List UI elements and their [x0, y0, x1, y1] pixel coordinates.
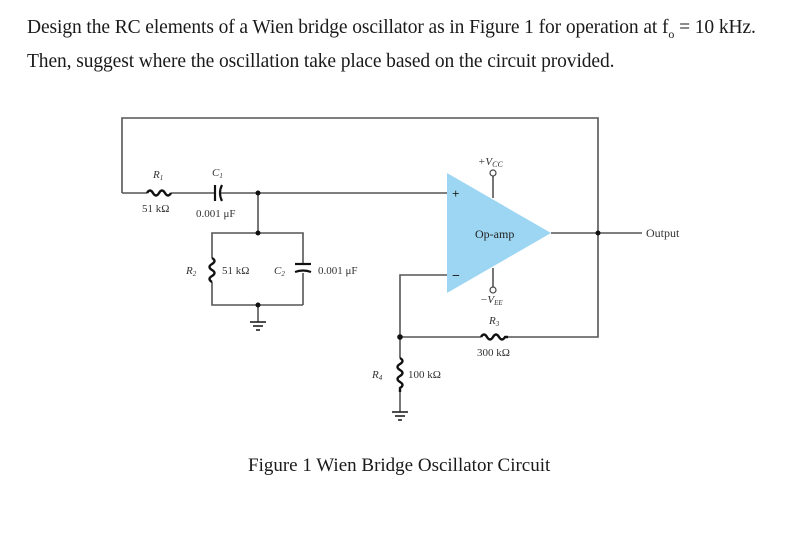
- resistor-r3-symbol: [479, 333, 508, 341]
- r4-value: 100 kΩ: [408, 369, 441, 381]
- wires: [121, 117, 642, 412]
- question-part1: Design the RC elements of a Wien bridge …: [27, 17, 669, 38]
- c1-name: C1: [212, 167, 223, 180]
- vee-label: −VEE: [480, 294, 503, 307]
- question-part2: = 10 kHz. Then, suggest where the oscill…: [27, 17, 756, 72]
- resistor-r1-symbol: [145, 189, 173, 197]
- r1-name: R1: [152, 169, 163, 182]
- wire-minus: [399, 274, 447, 358]
- junction-dot: [255, 190, 261, 196]
- ground-icon: [250, 321, 266, 331]
- junction-dot: [255, 302, 261, 308]
- ground-icon: [392, 411, 408, 421]
- junction-dot: [397, 334, 403, 340]
- c2-name: C2: [274, 265, 285, 278]
- question-text: Design the RC elements of a Wien bridge …: [27, 14, 797, 75]
- output-label: Output: [646, 226, 680, 240]
- opamp-triangle: [447, 173, 551, 293]
- junction-dot: [595, 230, 601, 236]
- r2-name: R2: [185, 265, 197, 278]
- junctions: [255, 190, 601, 340]
- wire-outer-loop: [121, 117, 599, 338]
- wire-parallel-bottom: [211, 282, 303, 306]
- opamp-minus: −: [452, 269, 460, 284]
- r1-value: 51 kΩ: [142, 203, 169, 215]
- vcc-terminal: [489, 169, 497, 177]
- vee-terminal: [489, 286, 497, 294]
- wire-parallel-top: [211, 232, 304, 263]
- r4-name: R4: [371, 369, 383, 382]
- junction-dot: [255, 230, 261, 236]
- resistor-r4-symbol: [396, 356, 404, 392]
- r3-value: 300 kΩ: [477, 347, 510, 359]
- r3-name: R3: [488, 315, 500, 328]
- c2-value: 0.001 μF: [318, 265, 358, 277]
- vcc-label: +VCC: [478, 156, 503, 169]
- capacitor-c1-symbol: [213, 184, 223, 202]
- opamp-plus: +: [452, 186, 459, 201]
- c1-value: 0.001 μF: [196, 208, 236, 220]
- resistor-r2-symbol: [208, 256, 216, 284]
- figure-caption: Figure 1 Wien Bridge Oscillator Circuit: [248, 455, 551, 476]
- opamp-label: Op-amp: [475, 227, 514, 241]
- capacitor-c2-symbol: [294, 262, 312, 274]
- question-subscript: o: [668, 26, 675, 41]
- r2-value: 51 kΩ: [222, 265, 249, 277]
